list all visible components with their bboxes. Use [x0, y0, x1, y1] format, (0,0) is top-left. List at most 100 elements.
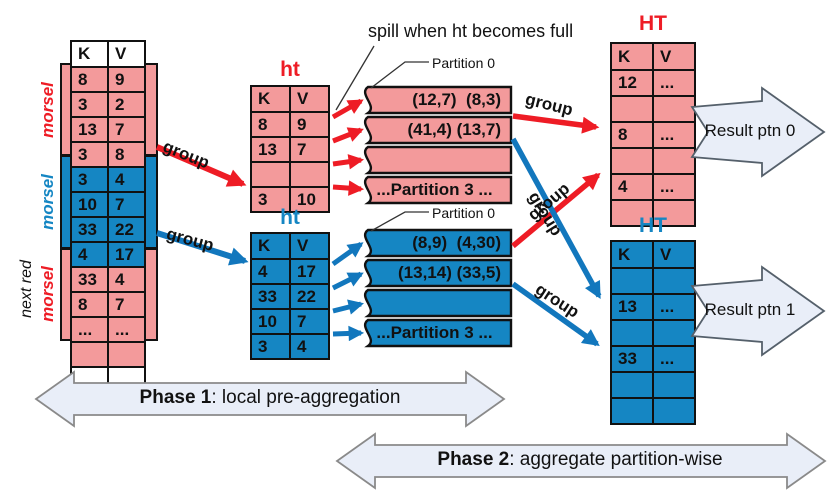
table-cell: 4 [70, 241, 109, 268]
table-cell: 10 [250, 308, 291, 335]
table-cell: 7 [289, 308, 330, 335]
table-cell [250, 161, 291, 188]
spill-note: spill when ht becomes full [368, 21, 574, 41]
table-cell: 8 [610, 121, 654, 149]
table-cell: ... [107, 316, 146, 343]
table-cell: 22 [289, 283, 330, 310]
column-header: V [652, 240, 696, 269]
arrow-spill-blue-2 [332, 299, 365, 315]
result-arrow-1-label: Result ptn 1 [704, 300, 796, 319]
table-cell [289, 161, 330, 188]
result-arrow-0-label: Result ptn 0 [704, 121, 796, 140]
table-cell [610, 95, 654, 123]
column-header: V [289, 232, 330, 260]
table-cell: 33 [250, 283, 291, 310]
big-ht-red-title: HT [639, 12, 667, 35]
table-cell [610, 319, 654, 347]
table-cell: ... [70, 316, 109, 343]
table-cell [610, 371, 654, 399]
table-cell: 9 [107, 66, 146, 93]
arrow-spill-blue-0 [331, 241, 364, 267]
table-cell: 4 [250, 258, 291, 285]
table-cell [652, 95, 696, 123]
table-cell: 3 [70, 91, 109, 118]
partition-red-bar-label-0: (12,7) (8,3) [412, 90, 501, 109]
table-cell [652, 147, 696, 175]
table-cell: 33 [70, 266, 109, 293]
morsel-label: morsel [38, 82, 57, 138]
table-cell: 3 [250, 186, 291, 213]
ht-blue-title: ht [280, 206, 300, 229]
table-cell [652, 267, 696, 295]
table-cell: 10 [289, 186, 330, 213]
arrow-group-red-p0 [512, 113, 600, 134]
partition0-blue-pointer [370, 211, 429, 232]
table-cell [652, 319, 696, 347]
column-header: K [610, 42, 654, 71]
group-label: group [523, 89, 575, 120]
table-cell: 7 [107, 116, 146, 143]
arrow-spill-red-1 [332, 127, 364, 144]
table-cell: 8 [70, 291, 109, 318]
table-cell: 3 [70, 166, 109, 193]
table-cell [610, 199, 654, 227]
table-cell: ... [652, 293, 696, 321]
table-cell [652, 397, 696, 425]
partition-blue-bar-label-3: ...Partition 3 ... [376, 323, 493, 342]
table-cell: 10 [70, 191, 109, 218]
table-cell: 17 [107, 241, 146, 268]
table-cell [610, 267, 654, 295]
table-cell: 17 [289, 258, 330, 285]
table-cell [610, 397, 654, 425]
partition-red-bar-label-1: (41,4) (13,7) [407, 120, 501, 139]
table-cell: 13 [610, 293, 654, 321]
table-cell: 13 [70, 116, 109, 143]
partition-red-bar-label-2 [368, 147, 501, 173]
column-header: K [250, 85, 291, 113]
column-header: V [289, 85, 330, 113]
partition-red-bar-label-3: ...Partition 3 ... [376, 180, 493, 199]
morsel-label: morsel [38, 174, 57, 230]
table-cell: 3 [250, 333, 291, 360]
morsel-label: morsel [38, 266, 57, 322]
arrow-spill-blue-1 [331, 271, 364, 291]
arrow-spill-blue-3 [332, 325, 365, 342]
partition-blue-bar-label-2 [368, 290, 501, 316]
group-label: group [160, 136, 213, 173]
group-label: group [164, 224, 216, 255]
table-cell: 33 [610, 345, 654, 373]
column-header: V [652, 42, 696, 71]
partition-blue-bar-label-1: (13,14) (33,5) [398, 263, 501, 282]
table-cell: ... [652, 69, 696, 97]
table-cell: 22 [107, 216, 146, 243]
partition-blue-bar-label-0: (8,9) (4,30) [412, 233, 501, 252]
table-cell: 9 [289, 111, 330, 138]
group-label: group [531, 279, 583, 322]
arrow-spill-red-3 [332, 180, 365, 196]
table-cell: 8 [70, 66, 109, 93]
column-header: V [107, 40, 146, 68]
column-header: K [70, 40, 109, 68]
column-header: K [610, 240, 654, 269]
table-cell: 4 [107, 166, 146, 193]
table-cell: 8 [107, 141, 146, 168]
arrow-spill-red-2 [332, 154, 365, 170]
table-cell: 13 [250, 136, 291, 163]
table-cell [107, 341, 146, 368]
table-cell [652, 199, 696, 227]
phase-1-label-rest: : local pre-aggregation [211, 387, 401, 408]
column-header: K [250, 232, 291, 260]
table-cell: 4 [289, 333, 330, 360]
table-cell: 4 [107, 266, 146, 293]
table-cell [610, 147, 654, 175]
ht-red-title: ht [280, 58, 300, 81]
table-cell: 12 [610, 69, 654, 97]
phase-2-label-bold: Phase 2 [437, 449, 510, 470]
table-cell: 7 [289, 136, 330, 163]
table-cell: 33 [70, 216, 109, 243]
phase-2-label-rest: : aggregate partition-wise [509, 449, 723, 470]
